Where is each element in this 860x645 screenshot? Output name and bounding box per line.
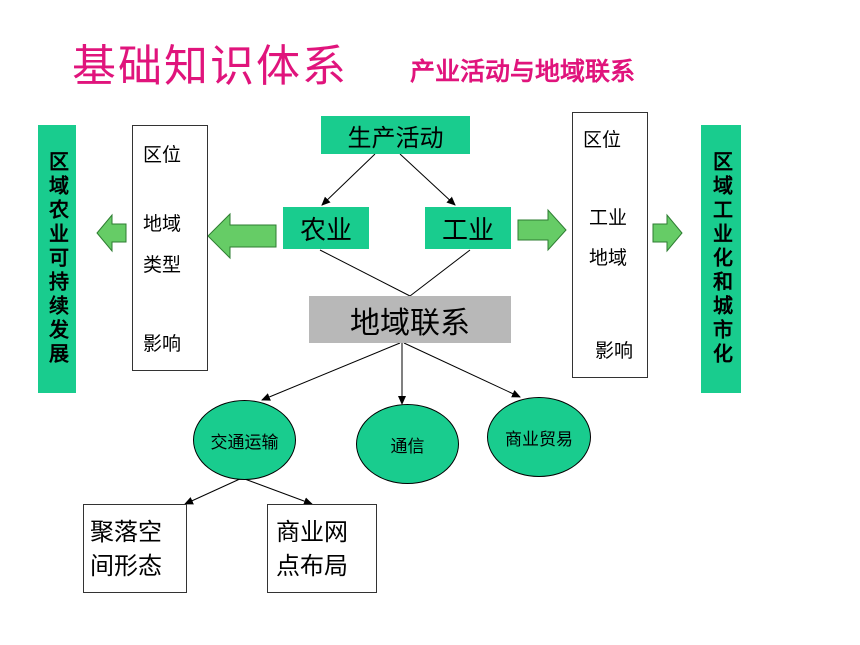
left-box-region: 地域 bbox=[143, 213, 182, 235]
connector-to-settlement bbox=[184, 477, 243, 505]
left-box-impact: 影响 bbox=[143, 333, 182, 355]
arrow-right-outer-icon bbox=[652, 213, 683, 253]
agriculture-node: 农业 bbox=[283, 207, 369, 249]
right-box-impact: 影响 bbox=[595, 340, 634, 362]
connector-agriculture-hub bbox=[319, 249, 411, 297]
settlement-form-box: 聚落空间形态 bbox=[83, 504, 187, 593]
arrow-left-outer-icon bbox=[96, 213, 127, 253]
trade-node: 商业贸易 bbox=[487, 397, 591, 477]
connector-industry-hub bbox=[409, 249, 471, 297]
industry-node: 工业 bbox=[425, 207, 511, 249]
commercial-network-box: 商业网点布局 bbox=[267, 504, 377, 593]
regional-linkage-node: 地域联系 bbox=[309, 296, 511, 343]
connector-to-industry bbox=[399, 153, 456, 206]
left-box-type: 类型 bbox=[143, 254, 182, 276]
left-box-location: 区位 bbox=[143, 144, 182, 166]
settlement-form-text: 聚落空间形态 bbox=[90, 518, 162, 580]
communication-node: 通信 bbox=[356, 404, 459, 484]
connector-to-trade bbox=[403, 342, 521, 398]
page-title: 基础知识体系 bbox=[72, 41, 348, 92]
industry-factor-box: 区位 工业 地域 影响 bbox=[572, 112, 648, 378]
page-subtitle: 产业活动与地域联系 bbox=[410, 57, 636, 86]
connector-to-agriculture bbox=[321, 153, 376, 206]
arrow-left-agriculture-icon bbox=[207, 212, 277, 260]
connector-to-commerce bbox=[241, 477, 313, 505]
right-box-industry: 工业 bbox=[589, 207, 628, 229]
regional-industrialization-urbanization-label: 区域工业化和城市化 bbox=[701, 125, 741, 393]
right-box-region: 地域 bbox=[589, 247, 628, 269]
transport-node: 交通运输 bbox=[193, 400, 296, 480]
right-outer-text: 区域工业化和城市化 bbox=[709, 151, 734, 367]
connector-to-transport bbox=[261, 342, 401, 401]
left-outer-text: 区域农业可持续发展 bbox=[45, 151, 70, 367]
regional-agriculture-sustainability-label: 区域农业可持续发展 bbox=[38, 125, 76, 393]
right-box-location: 区位 bbox=[583, 129, 622, 151]
production-activity-node: 生产活动 bbox=[321, 116, 470, 154]
arrow-right-industry-icon bbox=[517, 208, 567, 252]
agriculture-factor-box: 区位 地域 类型 影响 bbox=[132, 125, 208, 371]
commercial-network-text: 商业网点布局 bbox=[276, 518, 348, 580]
